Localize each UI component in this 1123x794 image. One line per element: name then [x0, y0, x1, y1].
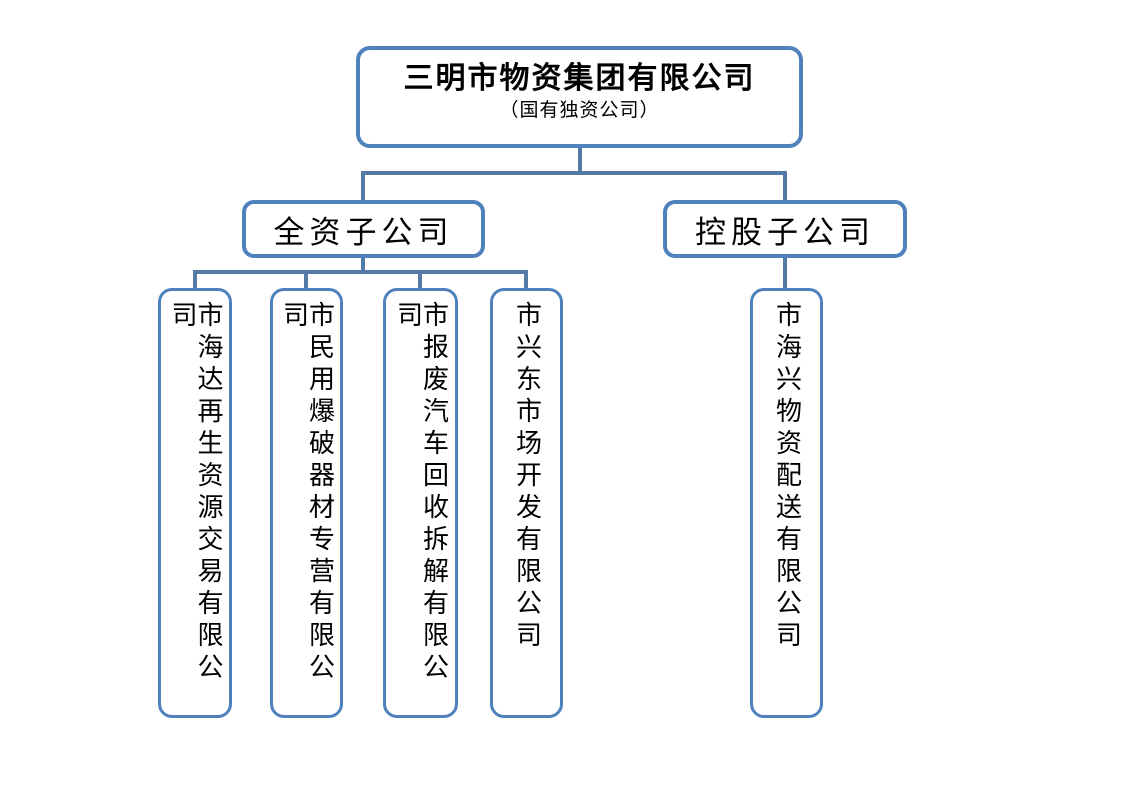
- connector-leaf4-drop: [524, 270, 528, 290]
- leaf-node-haida-recycling: 市海达再生资源交易有限公司: [158, 288, 232, 718]
- root-company-title: 三明市物资集团有限公司: [403, 62, 756, 95]
- connector-wholly-bus: [193, 270, 528, 274]
- leaf-label-haixing-distribution: 市海兴物资配送有限公司: [772, 301, 802, 653]
- group-node-holding: 控股子公司: [663, 200, 907, 258]
- leaf-label-haida-recycling: 市海达再生资源交易有限公司: [168, 301, 223, 685]
- root-company-node: 三明市物资集团有限公司 （国有独资公司）: [356, 46, 803, 148]
- connector-wholly-drop: [361, 171, 365, 202]
- leaf-node-haixing-distribution: 市海兴物资配送有限公司: [750, 288, 823, 718]
- leaf-label-civil-blasting: 市民用爆破器材专营有限公司: [279, 301, 335, 685]
- connector-leaf2-drop: [304, 270, 308, 290]
- connector-root-drop: [578, 146, 582, 173]
- group-label-holding: 控股子公司: [695, 214, 875, 250]
- connector-leaf5-drop: [783, 256, 787, 290]
- connector-leaf3-drop: [418, 270, 422, 290]
- connector-leaf1-drop: [193, 270, 197, 290]
- leaf-node-scrap-auto: 市报废汽车回收拆解有限公司: [383, 288, 458, 718]
- leaf-node-civil-blasting: 市民用爆破器材专营有限公司: [270, 288, 343, 718]
- leaf-node-xingdong-market: 市兴东市场开发有限公司: [490, 288, 563, 718]
- connector-level1-bus: [361, 171, 787, 175]
- leaf-label-xingdong-market: 市兴东市场开发有限公司: [512, 301, 542, 653]
- group-label-wholly-owned: 全资子公司: [273, 214, 454, 250]
- connector-holding-drop: [783, 171, 787, 202]
- leaf-label-scrap-auto: 市报废汽车回收拆解有限公司: [393, 301, 449, 685]
- group-node-wholly-owned: 全资子公司: [242, 200, 485, 258]
- root-company-subtitle: （国有独资公司）: [499, 100, 660, 121]
- connector-wholly-stem: [361, 256, 365, 272]
